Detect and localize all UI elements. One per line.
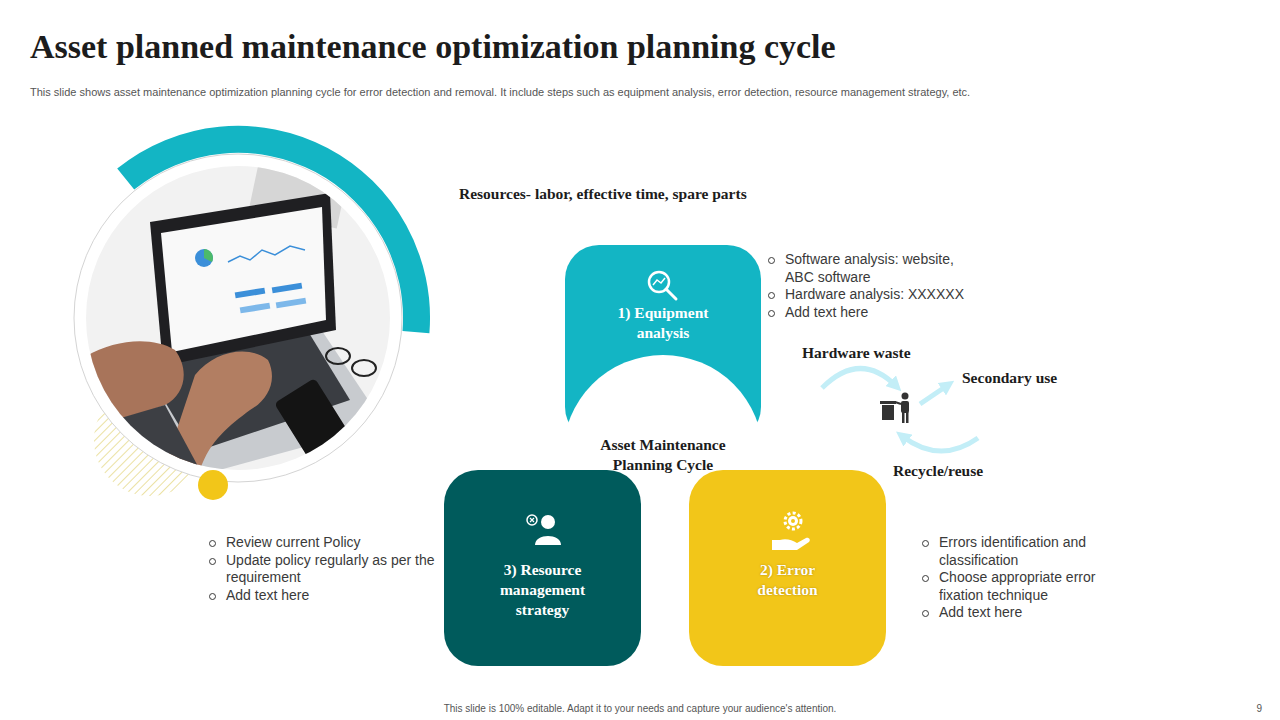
label-holder: This slide is 100% editable. Adapt it to… xyxy=(0,703,1280,714)
slide-title: Asset planned maintenance optimization p… xyxy=(30,28,836,66)
leg xyxy=(902,412,905,423)
node-content: 3) Resource management strategy xyxy=(444,470,641,620)
page-number: 9 xyxy=(1220,703,1262,714)
label-holder: Secondary use xyxy=(962,369,1057,387)
zigzag xyxy=(653,278,665,285)
head xyxy=(902,393,909,400)
arrow xyxy=(822,368,896,388)
badge-x xyxy=(530,518,534,522)
stand xyxy=(249,141,352,228)
cycle-label: Secondary use xyxy=(962,369,1057,387)
arm xyxy=(895,402,901,404)
bullet-list: Errors identification and classification… xyxy=(921,534,1123,622)
slide-subtitle: This slide shows asset maintenance optim… xyxy=(30,86,1260,98)
laptop-screen xyxy=(150,193,336,366)
step-box: 2) Error detection xyxy=(689,470,886,666)
bullet-list: Review current PolicyUpdate policy regul… xyxy=(208,534,448,604)
bullet-item: Errors identification and classification xyxy=(921,534,1123,569)
gear-hand-icon xyxy=(772,513,810,550)
gear-teeth xyxy=(785,513,801,529)
cycle-label: Recycle/reuse xyxy=(893,462,983,480)
label-holder: Resources- labor, effective time, spare … xyxy=(459,185,747,203)
photo-ring xyxy=(74,154,402,482)
bullet-item: Add text here xyxy=(767,304,982,322)
lens xyxy=(649,272,669,292)
bullet-item: Add text here xyxy=(208,587,448,605)
bar xyxy=(276,298,307,309)
person-icon xyxy=(527,515,561,545)
body xyxy=(901,401,909,413)
node-label: Asset Maintenance Planning Cycle xyxy=(582,435,744,475)
node-label: 2) Error detection xyxy=(732,560,844,600)
badge xyxy=(527,515,537,525)
label-holder: Recycle/reuse xyxy=(893,462,983,480)
magnifier-icon xyxy=(649,272,676,299)
leg xyxy=(906,412,909,423)
arrow xyxy=(902,436,978,451)
hand xyxy=(772,538,810,550)
pie-slice xyxy=(204,249,213,262)
bullet-item: Add text here xyxy=(921,604,1123,622)
bar xyxy=(272,283,303,294)
laptop-base xyxy=(115,298,385,478)
bin-lid xyxy=(880,401,896,404)
glasses xyxy=(352,360,376,376)
hatched-circle xyxy=(94,384,206,496)
resources-note: Resources- labor, effective time, spare … xyxy=(459,185,747,203)
shoulders xyxy=(535,536,561,545)
cycle-label: Hardware waste xyxy=(802,344,911,362)
desk xyxy=(80,160,400,480)
sleeve xyxy=(80,405,200,480)
laptop-photo xyxy=(80,141,400,480)
recycle-figure xyxy=(822,368,978,451)
keyboard xyxy=(140,310,350,452)
hand xyxy=(80,341,184,430)
teal-arc xyxy=(117,126,430,333)
pie-chart xyxy=(195,249,213,267)
head xyxy=(541,515,555,529)
bar xyxy=(235,288,266,299)
bullet-item: Review current Policy xyxy=(208,534,448,552)
node-label: 3) Resource management strategy xyxy=(478,560,608,620)
node-content: 2) Error detection xyxy=(689,470,886,600)
handle xyxy=(666,289,676,299)
bullet-item: Hardware analysis: XXXXXX xyxy=(767,286,982,304)
display xyxy=(161,207,326,352)
bullet-item: Update policy regularly as per the requi… xyxy=(208,552,448,587)
line-chart xyxy=(228,246,305,262)
step-box: 3) Resource management strategy xyxy=(444,470,641,666)
footer-note: This slide is 100% editable. Adapt it to… xyxy=(0,703,1280,714)
label-holder: 9 xyxy=(1220,703,1262,714)
phone xyxy=(274,378,354,467)
glasses xyxy=(326,348,350,364)
gear xyxy=(788,516,798,526)
bullet-item: Choose appropriate error fixation techni… xyxy=(921,569,1123,604)
bin xyxy=(882,405,894,420)
bullet-item: Software analysis: website, ABC software xyxy=(767,251,982,286)
yellow-dot xyxy=(198,470,228,500)
node-content: 1) Equipment analysis xyxy=(565,245,761,343)
bullet-list: Software analysis: website, ABC software… xyxy=(767,251,982,321)
node-label: 1) Equipment analysis xyxy=(593,303,733,343)
arrow xyxy=(920,385,948,404)
bar xyxy=(240,303,271,314)
gear-hole xyxy=(791,519,795,523)
label-holder: Hardware waste xyxy=(802,344,911,362)
hand xyxy=(160,352,272,480)
